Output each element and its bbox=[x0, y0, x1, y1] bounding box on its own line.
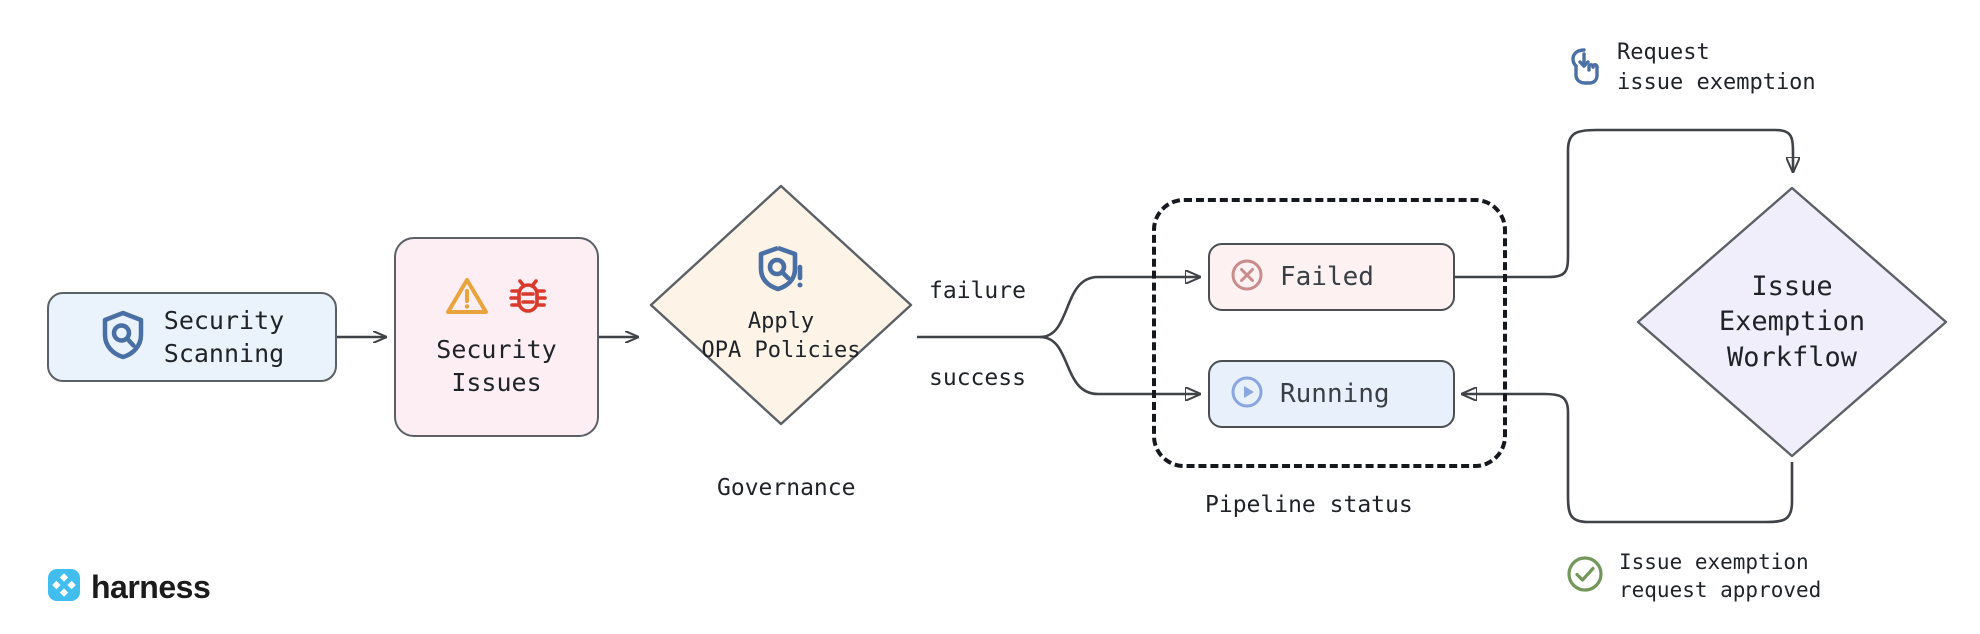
node-label-apply-opa-policies: Apply OPA Policies bbox=[701, 309, 861, 363]
edge-label-failure: failure bbox=[929, 278, 1026, 304]
node-issue-exemption-workflow[interactable]: Issue Exemption Workflow bbox=[1632, 182, 1952, 462]
status-label-running: Running bbox=[1280, 379, 1390, 409]
node-security-issues[interactable]: Security Issues bbox=[394, 237, 599, 437]
caption-governance: Governance bbox=[717, 475, 856, 501]
node-security-scanning[interactable]: Security Scanning bbox=[47, 292, 337, 382]
bug-icon bbox=[507, 275, 549, 321]
shield-alert-icon bbox=[757, 244, 805, 300]
node-label-issue-exemption-workflow: Issue Exemption Workflow bbox=[1718, 271, 1866, 373]
shield-search-icon bbox=[100, 310, 146, 364]
warning-triangle-icon bbox=[445, 276, 489, 320]
x-circle-icon bbox=[1230, 258, 1264, 296]
caption-pipeline-status: Pipeline status bbox=[1205, 492, 1413, 518]
node-label-security-issues: Security Issues bbox=[436, 335, 557, 397]
status-chip-failed[interactable]: Failed bbox=[1208, 243, 1455, 311]
harness-wordmark: harness bbox=[91, 568, 211, 605]
harness-logo[interactable]: harness bbox=[47, 568, 211, 606]
click-hand-icon bbox=[1565, 45, 1603, 91]
group-pipeline-status bbox=[1152, 198, 1507, 468]
annotation-label-request: Request issue exemption bbox=[1617, 40, 1816, 95]
status-chip-running[interactable]: Running bbox=[1208, 360, 1455, 428]
status-label-failed: Failed bbox=[1280, 262, 1374, 292]
diamond-shape-opa bbox=[649, 184, 913, 426]
node-apply-opa-policies[interactable]: Apply OPA Policies bbox=[645, 180, 917, 430]
play-circle-icon bbox=[1230, 375, 1264, 413]
diamond-shape-exemption bbox=[1636, 186, 1948, 458]
node-label-security-scanning: Security Scanning bbox=[163, 306, 285, 368]
check-circle-icon bbox=[1565, 554, 1605, 598]
harness-mark-icon bbox=[47, 568, 81, 606]
annotation-request-issue-exemption: Request issue exemption bbox=[1565, 38, 1816, 97]
annotation-label-approved: Issue exemption request approved bbox=[1619, 550, 1822, 603]
edge-label-success: success bbox=[929, 365, 1026, 391]
annotation-request-approved: Issue exemption request approved bbox=[1565, 548, 1821, 605]
